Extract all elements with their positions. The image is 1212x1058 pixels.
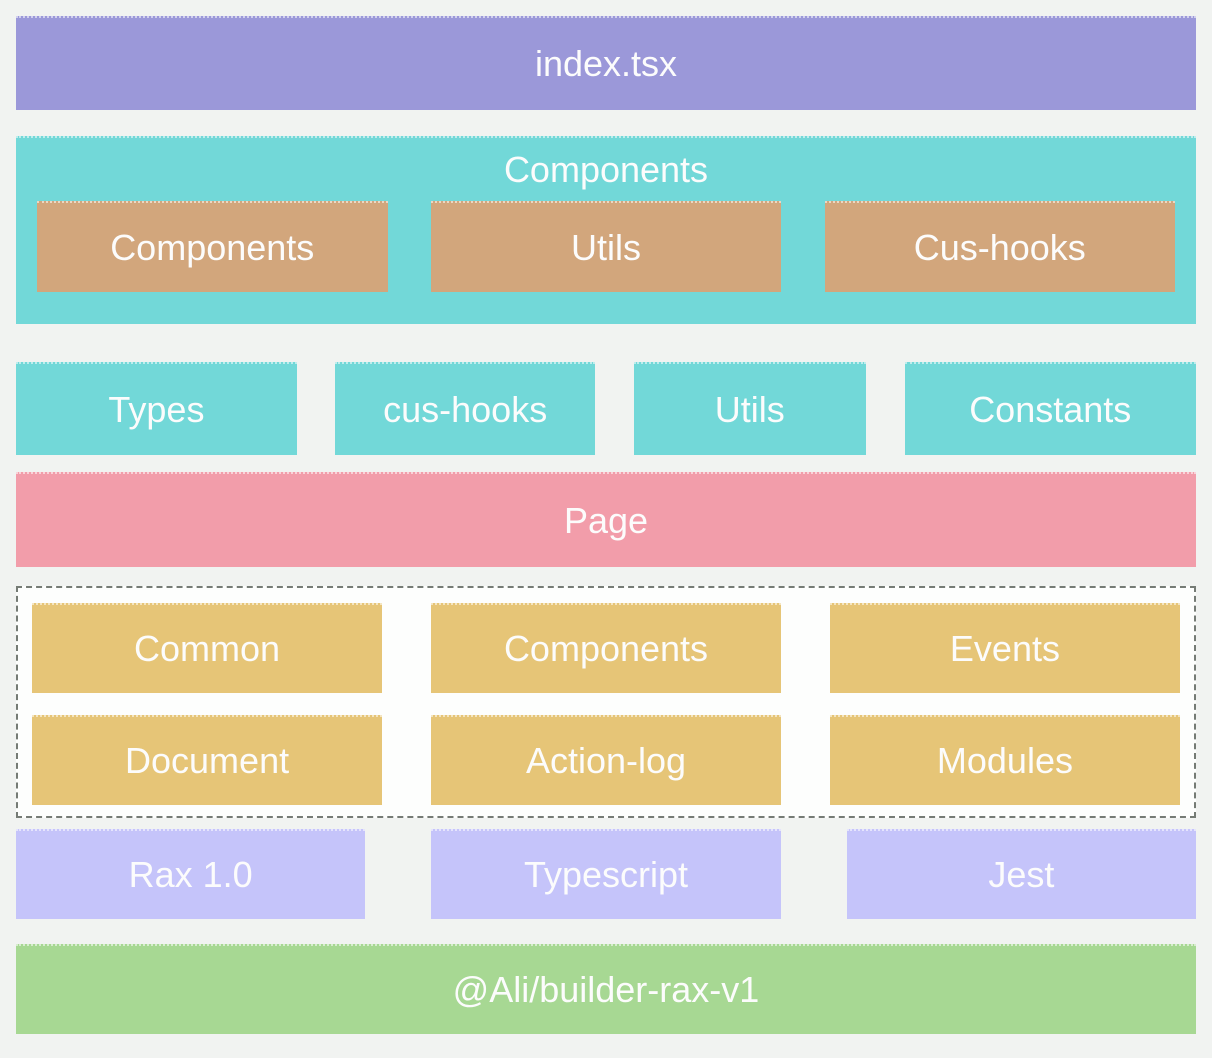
block-common: Common: [32, 603, 383, 693]
block-typescript: Typescript: [431, 829, 781, 919]
block-constants: Constants: [904, 362, 1196, 455]
block-components-module: Components: [430, 603, 782, 693]
page-modules-container: Common Components Events Document Action…: [16, 586, 1196, 818]
page-modules-row-1: Common Components Events: [32, 603, 1180, 693]
block-types: Types: [16, 362, 297, 455]
page-modules-row-2: Document Action-log Modules: [32, 715, 1180, 805]
tech-stack-row: Rax 1.0 Typescript Jest: [16, 829, 1196, 919]
block-modules: Modules: [829, 715, 1180, 805]
block-index-tsx: index.tsx: [16, 16, 1196, 110]
block-events: Events: [829, 603, 1180, 693]
block-rax: Rax 1.0: [16, 829, 366, 919]
components-group-title: Components: [503, 149, 709, 190]
block-utils: Utils: [430, 201, 782, 292]
shared-modules-row: Types cus-hooks Utils Constants: [16, 362, 1196, 455]
block-components: Components: [37, 201, 388, 292]
block-jest: Jest: [846, 829, 1196, 919]
block-cus-hooks-shared: cus-hooks: [335, 362, 595, 455]
block-document: Document: [32, 715, 383, 805]
block-cus-hooks: Cus-hooks: [824, 201, 1175, 292]
block-action-log: Action-log: [430, 715, 782, 805]
block-page: Page: [16, 472, 1196, 567]
components-group-container: Components Components Utils Cus-hooks: [16, 136, 1196, 324]
block-utils-shared: Utils: [633, 362, 866, 455]
block-builder-rax-v1: @Ali/builder-rax-v1: [16, 944, 1196, 1034]
components-group-row: Components Utils Cus-hooks: [37, 201, 1175, 292]
